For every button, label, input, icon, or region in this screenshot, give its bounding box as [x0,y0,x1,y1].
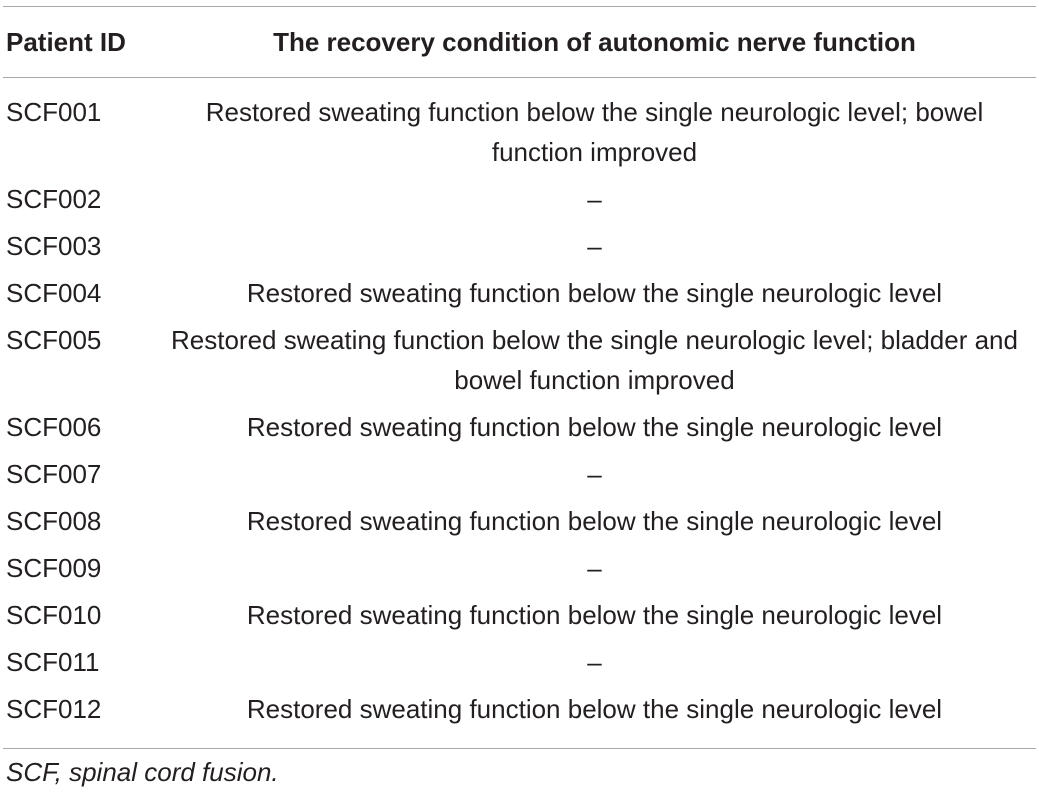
table-row: SCF001 Restored sweating function below … [3,92,1036,172]
table-row: SCF010 Restored sweating function below … [3,595,1036,635]
cell-patient-id: SCF012 [6,694,102,724]
bottom-rule [3,748,1036,749]
table-row: SCF011 – [3,642,1036,682]
table-header: Patient ID The recovery condition of aut… [3,7,1036,77]
header-rule [3,77,1036,78]
cell-patient-id: SCF002 [6,184,102,214]
table-row: SCF009 – [3,548,1036,588]
cell-condition: – [587,184,602,214]
table-row: SCF004 Restored sweating function below … [3,273,1036,313]
table-row: SCF012 Restored sweating function below … [3,689,1036,729]
cell-condition: Restored sweating function below the sin… [171,325,1018,395]
cell-condition: – [587,553,602,583]
table-row: SCF006 Restored sweating function below … [3,407,1036,447]
cell-condition: Restored sweating function below the sin… [246,412,943,442]
cell-condition: – [587,459,602,489]
cell-patient-id: SCF007 [6,459,102,489]
header-patient-id: Patient ID [6,26,126,57]
cell-patient-id: SCF008 [6,506,102,536]
table-row: SCF005 Restored sweating function below … [3,320,1036,400]
cell-patient-id: SCF009 [6,553,102,583]
cell-patient-id: SCF003 [6,231,102,261]
cell-patient-id: SCF005 [6,325,102,355]
table-row: SCF002 – [3,179,1036,219]
cell-patient-id: SCF010 [6,600,102,630]
cell-condition: – [587,647,602,677]
cell-patient-id: SCF006 [6,412,102,442]
cell-condition: Restored sweating function below the sin… [205,97,984,167]
cell-patient-id: SCF004 [6,278,102,308]
cell-condition: Restored sweating function below the sin… [246,600,943,630]
table-footnote: SCF, spinal cord fusion. [6,757,279,787]
cell-patient-id: SCF001 [6,97,102,127]
table-row: SCF007 – [3,454,1036,494]
table-row: SCF003 – [3,226,1036,266]
cell-condition: Restored sweating function below the sin… [246,278,943,308]
table-row: SCF008 Restored sweating function below … [3,501,1036,541]
cell-condition: Restored sweating function below the sin… [246,506,943,536]
header-condition: The recovery condition of autonomic nerv… [273,26,916,57]
table-body: SCF001 Restored sweating function below … [3,78,1036,748]
top-rule [3,6,1036,7]
data-table: Patient ID The recovery condition of aut… [3,6,1036,788]
cell-condition: Restored sweating function below the sin… [246,694,943,724]
cell-condition: – [587,231,602,261]
cell-patient-id: SCF011 [6,647,100,677]
